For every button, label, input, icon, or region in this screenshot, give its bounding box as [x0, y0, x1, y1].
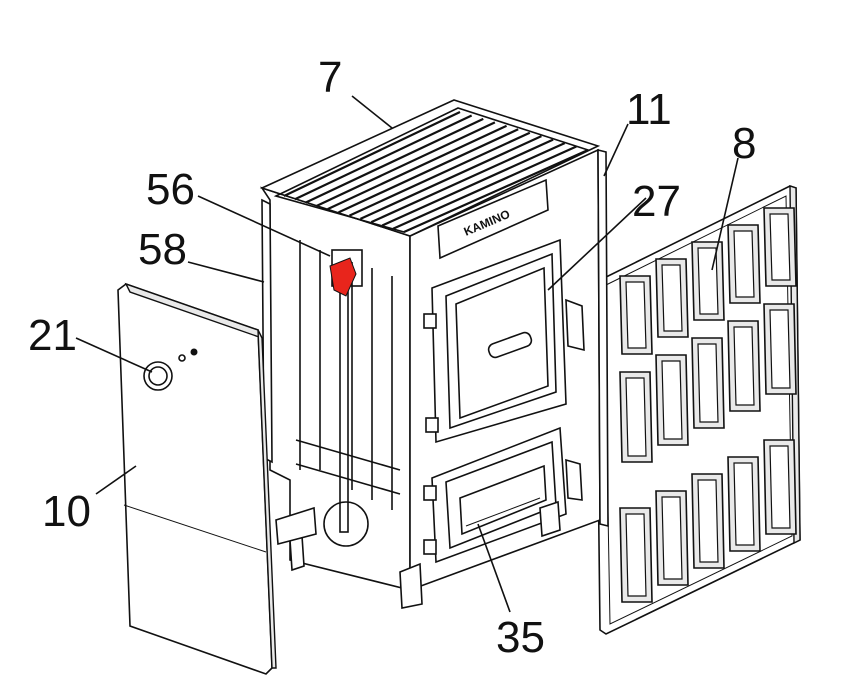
right-frame	[597, 148, 609, 528]
callout-27: 27	[632, 177, 681, 226]
grate-rib	[294, 114, 473, 201]
panel-cell-inner	[697, 479, 719, 563]
panel-cell-inner	[661, 496, 683, 580]
panel-cell-inner	[661, 264, 683, 332]
panel-cell-inner	[661, 360, 683, 440]
panel-cell-inner	[625, 513, 647, 597]
grate-rib	[283, 111, 461, 197]
stove-body: KAMINO	[259, 99, 609, 609]
grate-rib	[348, 131, 531, 217]
callout-8: 8	[732, 119, 756, 168]
control-knob	[143, 348, 198, 391]
panel-cell-inner	[697, 343, 719, 423]
panel-cell-inner	[733, 462, 755, 546]
side-tubes	[295, 240, 401, 547]
lower-door	[423, 426, 583, 564]
leader-lines	[75, 95, 739, 613]
panel-cell-inner	[769, 445, 791, 529]
callout-21: 21	[28, 311, 77, 360]
grate-rib	[316, 121, 496, 207]
callout-35: 35	[496, 613, 545, 662]
grate-rib	[381, 142, 566, 227]
callout-7: 7	[318, 53, 342, 102]
left-side-panel	[117, 282, 277, 675]
grate-rib	[338, 128, 519, 214]
panel-cell-inner	[733, 326, 755, 406]
panel-cell-inner	[625, 377, 647, 457]
stove-feet	[275, 500, 561, 609]
grate-rib	[370, 138, 554, 224]
grate-rib	[305, 117, 484, 204]
callout-56: 56	[146, 165, 195, 214]
callout-labels: 7 11 8 27 56 58 21 10 35	[28, 53, 756, 662]
grate-rib	[359, 135, 542, 220]
right-side-panel	[595, 185, 801, 635]
callout-10: 10	[42, 487, 91, 536]
panel-cell-inner	[769, 213, 791, 281]
panel-cells	[619, 207, 797, 603]
highlighted-part-56	[329, 257, 357, 297]
panel-cell-inner	[769, 309, 791, 389]
upper-door	[423, 238, 585, 444]
grate-rib	[392, 145, 577, 230]
grate-rib	[327, 124, 508, 211]
panel-cell-inner	[733, 230, 755, 298]
callout-11: 11	[626, 85, 672, 134]
callout-58: 58	[138, 225, 187, 274]
panel-cell-inner	[625, 281, 647, 349]
